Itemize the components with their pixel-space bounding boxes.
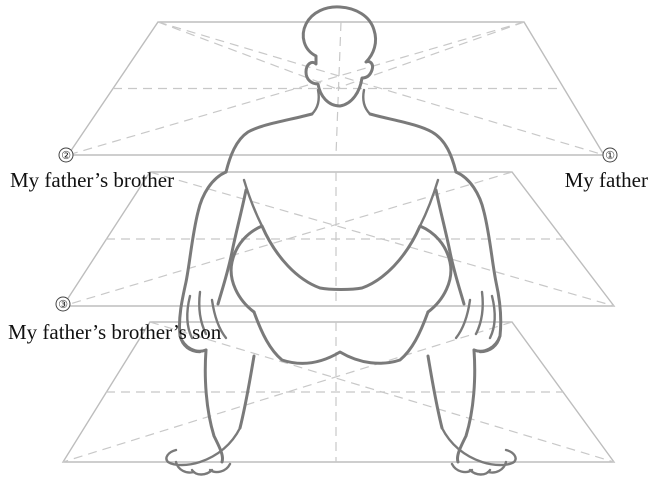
label-my-father: My father xyxy=(565,170,648,191)
marker-one-text: ① xyxy=(605,149,615,162)
figure-left-shin xyxy=(205,350,254,462)
marker-three-text: ③ xyxy=(58,298,68,311)
figure-left-foot xyxy=(166,428,240,475)
marker-one: ① xyxy=(603,148,617,162)
plane-middle xyxy=(63,172,614,306)
marker-two: ② xyxy=(59,148,73,162)
figure-torso xyxy=(226,114,456,172)
figure-pelvis xyxy=(254,312,428,363)
figure-right-foot xyxy=(442,428,516,475)
plane-top xyxy=(68,22,604,155)
marker-two-text: ② xyxy=(61,149,71,162)
marker-three: ③ xyxy=(56,297,70,311)
label-my-fathers-brothers-son: My father’s brother’s son xyxy=(8,322,221,343)
figure-right-shin xyxy=(428,350,475,462)
figure-right-arm xyxy=(436,172,501,351)
crouching-figure xyxy=(166,7,515,475)
label-my-fathers-brother: My father’s brother xyxy=(10,170,174,191)
